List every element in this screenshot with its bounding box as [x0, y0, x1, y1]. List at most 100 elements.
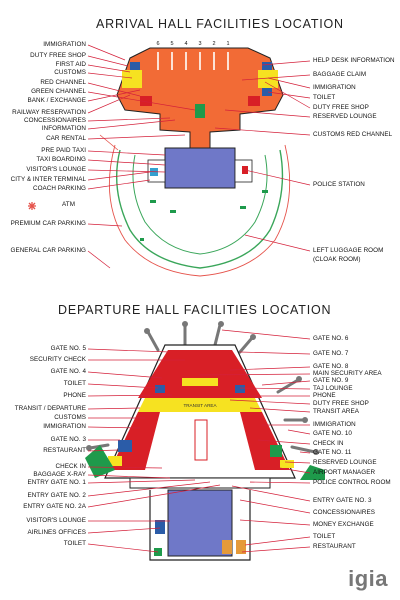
- arrival-leader-l-16: [87, 179, 151, 190]
- departure-leader-l-18: [87, 543, 159, 553]
- departure-title: DEPARTURE HALL FACILITIES LOCATION: [58, 303, 332, 317]
- departure-leader-l-15: [87, 484, 221, 508]
- arrival-blue-right: [262, 88, 272, 96]
- arrival-terminal-plan: [99, 47, 291, 277]
- departure-label-3: GATE NO. 4: [50, 368, 86, 375]
- departure-label-7: CUSTOMS: [54, 414, 86, 421]
- arrival-leader-r-6: [224, 109, 311, 118]
- departure-leader-l-8: [87, 426, 141, 429]
- arrival-red-block-left: [140, 96, 152, 106]
- departure-label-2: GATE NO. 7: [313, 350, 349, 357]
- arrival-terminal-body: [116, 47, 284, 149]
- departure-label-14: ENTRY GATE NO. 2: [27, 492, 86, 499]
- arrival-label-2: DUTY FREE SHOP: [30, 52, 86, 59]
- departure-label-10: RESTAURANT: [43, 447, 86, 454]
- arrival-leader-r-5: [264, 81, 311, 109]
- departure-leader-r-16: [249, 481, 311, 484]
- arrival-green-channel: [195, 104, 205, 118]
- departure-label-6: TRANSIT / DEPARTURE: [14, 405, 86, 412]
- arrival-label-9: LEFT LUGGAGE ROOM: [313, 247, 384, 254]
- arrival-red-block-right: [248, 96, 260, 106]
- arrival-wing-right-yellow: [258, 70, 278, 88]
- arrival-leader-l-5: [87, 82, 141, 97]
- arrival-title: ARRIVAL HALL FACILITIES LOCATION: [96, 17, 344, 31]
- arrival-label-1: HELP DESK INFORMATION: [313, 57, 395, 64]
- arrival-leader-l-15: [87, 171, 151, 181]
- departure-terminal-plan: [85, 321, 325, 561]
- departure-label-10: IMMIGRATION: [313, 421, 356, 428]
- arrival-label-2: BAGGAGE CLAIM: [313, 71, 367, 78]
- arrival-leader-r-8: [244, 169, 311, 186]
- departure-label-5: PHONE: [63, 392, 86, 399]
- departure-leader-l-13: [87, 479, 196, 484]
- arrival-label-11: CAR RENTAL: [46, 135, 86, 142]
- arrival-label-10: INFORMATION: [41, 125, 86, 132]
- departure-label-8: IMMIGRATION: [43, 423, 86, 430]
- gate-number-3: 3: [198, 41, 201, 47]
- arrival-leader-r-4: [267, 91, 311, 99]
- atm-icon: [28, 202, 36, 210]
- arrival-label-9: CONCESSIONAIRES: [24, 117, 86, 124]
- arrival-road-left: [99, 134, 119, 151]
- departure-label-16: POLICE CONTROL ROOM: [313, 479, 391, 486]
- departure-label-8: DUTY FREE SHOP: [313, 400, 369, 407]
- arrival-leader-l-7: [87, 89, 141, 102]
- departure-leader-l-5: [87, 394, 173, 397]
- departure-label-21: RESTAURANT: [313, 543, 356, 550]
- arrival-label-16: COACH PARKING: [32, 185, 86, 192]
- departure-leader-l-14: [87, 481, 211, 497]
- departure-leader-l-1: [87, 348, 171, 353]
- transit-area-label: TRANSIT AREA: [183, 403, 217, 408]
- arrival-leader-l-3: [87, 64, 131, 73]
- departure-label-15: AIRPORT MANAGER: [313, 469, 376, 476]
- departure-leader-r-20: [244, 536, 311, 546]
- arrival-label-15: CITY & INTER TERMINAL: [10, 176, 86, 183]
- departure-label-13: ENTRY GATE NO. 1: [27, 479, 86, 486]
- igia-logo: igia: [348, 566, 388, 591]
- departure-label-17: AIRLINES OFFICES: [27, 529, 86, 536]
- departure-visitors-lounge: [167, 489, 233, 557]
- departure-leader-r-15: [279, 467, 311, 474]
- departure-leader-l-10: [87, 449, 119, 452]
- arrival-label-18: PREMIUM CAR PARKING: [10, 220, 86, 227]
- gate-number-1: 1: [226, 41, 229, 47]
- departure-leader-r-3: [229, 366, 311, 371]
- departure-label-16: VISITOR'S LOUNGE: [26, 517, 86, 524]
- arrival-leader-r-1: [261, 60, 311, 66]
- departure-yellow-transit: [138, 398, 262, 412]
- departure-leader-r-14: [284, 461, 311, 464]
- arrival-label-6: RESERVED LOUNGE: [313, 113, 377, 120]
- departure-leader-r-17: [231, 485, 311, 502]
- arrival-label-3: FIRST AID: [55, 61, 86, 68]
- departure-leader-lines: [87, 329, 311, 553]
- arrival-label-5: DUTY FREE SHOP: [313, 104, 369, 111]
- arrival-label-4: CUSTOMS: [54, 69, 86, 76]
- departure-label-11: CHECK IN: [55, 463, 86, 470]
- arrival-leader-r-3: [267, 77, 311, 89]
- departure-lower-frame: [149, 490, 251, 561]
- departure-label-4: MAIN SECURITY AREA: [313, 370, 382, 377]
- gate-number-2: 2: [212, 41, 215, 47]
- departure-label-12: CHECK IN: [313, 440, 344, 447]
- departure-leader-l-11: [87, 466, 163, 469]
- arrival-leader-r-7: [214, 127, 311, 136]
- departure-leader-r-8: [229, 399, 311, 405]
- arrival-leader-l-6: [87, 91, 196, 111]
- departure-leader-r-6: [239, 387, 311, 390]
- arrival-label-4: TOILET: [313, 94, 336, 101]
- departure-red-left: [110, 412, 160, 470]
- departure-leader-r-1: [221, 329, 311, 340]
- arrival-leader-l-1: [87, 44, 126, 61]
- arrival-wing-left-yellow: [122, 70, 142, 88]
- departure-leader-r-12: [257, 439, 311, 445]
- arrival-label-7: BANK / EXCHANGE: [27, 97, 86, 104]
- arrival-wing-right-blue: [262, 62, 272, 70]
- departure-leader-l-3: [87, 371, 163, 379]
- arrival-label-17: ATM: [62, 201, 75, 208]
- departure-label-1: GATE NO. 5: [50, 345, 86, 352]
- departure-label-9: GATE NO. 3: [50, 436, 86, 443]
- departure-label-4: TOILET: [63, 380, 86, 387]
- arrival-label-6: GREEN CHANNEL: [31, 88, 86, 95]
- departure-label-12: BAGGAGE X-RAY: [33, 471, 86, 478]
